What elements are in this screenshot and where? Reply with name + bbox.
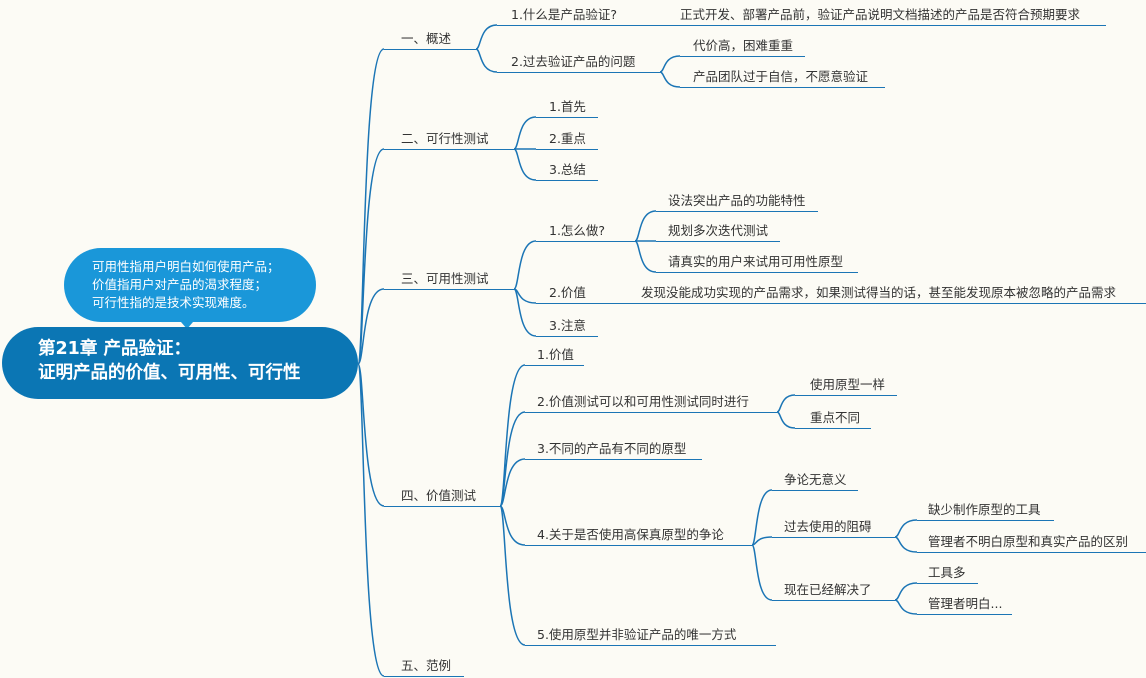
subtopic-node[interactable]: 1.价值 xyxy=(525,346,584,366)
node-label: 争论无意义 xyxy=(784,472,847,487)
topic-usability-test-node[interactable]: 三、可用性测试 xyxy=(384,270,514,290)
node-label: 二、可行性测试 xyxy=(401,131,489,146)
subtopic-node[interactable]: 1.怎么做? xyxy=(536,222,635,242)
subtopic-node[interactable]: 2.重点 xyxy=(536,130,598,150)
subtopic-node[interactable]: 1.首先 xyxy=(536,98,598,118)
detail-node[interactable]: 工具多 xyxy=(917,564,978,584)
node-label: 正式开发、部署产品前，验证产品说明文档描述的产品是否符合预期要求 xyxy=(680,7,1081,22)
connector-line xyxy=(499,458,526,507)
root-topic[interactable]: 第21章 产品验证： 证明产品的价值、可用性、可行性 xyxy=(2,327,358,399)
node-label: 3.注意 xyxy=(549,318,586,333)
topic-value-test-node[interactable]: 四、价值测试 xyxy=(384,487,500,507)
node-label: 1.首先 xyxy=(549,99,586,114)
node-label: 请真实的用户来试用可用性原型 xyxy=(668,254,844,269)
subtopic-node[interactable]: 3.不同的产品有不同的原型 xyxy=(525,440,702,460)
detail-node[interactable]: 产品团队过于自信，不愿意验证 xyxy=(680,68,885,88)
subtopic-node[interactable]: 3.注意 xyxy=(536,317,598,337)
node-label: 一、概述 xyxy=(401,31,452,46)
connector-line xyxy=(894,599,918,615)
node-label: 设法突出产品的功能特性 xyxy=(668,193,806,208)
topic-feasibility-test-node[interactable]: 二、可行性测试 xyxy=(384,130,514,150)
node-label: 工具多 xyxy=(928,565,966,580)
topic-overview-node[interactable]: 一、概述 xyxy=(384,30,476,50)
callout-line: 可用性指用户明白如何使用产品； xyxy=(92,259,280,274)
node-label: 代价高，困难重重 xyxy=(693,38,794,53)
node-label: 发现没能成功实现的产品需求，如果测试得当的话，甚至能发现原本被忽略的产品需求 xyxy=(641,285,1117,300)
node-label: 规划多次迭代测试 xyxy=(668,223,769,238)
callout-note[interactable]: 可用性指用户明白如何使用产品； 价值指用户对产品的渴求程度； 可行性指的是技术实… xyxy=(64,248,316,329)
connector-line xyxy=(475,24,498,50)
node-label: 产品团队过于自信，不愿意验证 xyxy=(693,69,869,84)
node-label: 2.价值测试可以和可用性测试同时进行 xyxy=(537,394,749,409)
connector-line xyxy=(513,288,537,337)
root-title-line2: 证明产品的价值、可用性、可行性 xyxy=(38,363,301,383)
connector-line xyxy=(499,505,526,646)
node-label: 使用原型一样 xyxy=(810,377,886,392)
node-label: 重点不同 xyxy=(810,410,861,425)
callout-line: 价值指用户对产品的渴求程度； xyxy=(92,277,268,292)
node-label: 四、价值测试 xyxy=(401,488,477,503)
connector-line xyxy=(894,582,918,601)
connector-line xyxy=(357,148,385,365)
connector-line xyxy=(357,363,385,677)
detail-node[interactable]: 争论无意义 xyxy=(772,471,858,491)
detail-node[interactable]: 正式开发、部署产品前，验证产品说明文档描述的产品是否符合预期要求 xyxy=(660,6,1106,26)
detail-node[interactable]: 设法突出产品的功能特性 xyxy=(656,192,818,212)
node-label: 三、可用性测试 xyxy=(401,271,489,286)
node-label: 2.价值 xyxy=(549,285,586,300)
connector-line xyxy=(513,240,537,290)
subtopic-node[interactable]: 5.使用原型并非验证产品的唯一方式 xyxy=(525,626,776,646)
detail-node[interactable]: 现在已经解决了 xyxy=(772,581,895,601)
connector-line xyxy=(513,148,537,181)
subtopic-node[interactable]: 2.价值测试可以和可用性测试同时进行 xyxy=(525,393,777,413)
subtopic-node[interactable]: 3.总结 xyxy=(536,161,598,181)
detail-node[interactable]: 发现没能成功实现的产品需求，如果测试得当的话，甚至能发现原本被忽略的产品需求 xyxy=(630,284,1146,304)
connector-line xyxy=(357,288,385,365)
detail-node[interactable]: 管理者明白... xyxy=(917,595,1012,615)
node-label: 管理者不明白原型和真实产品的区别 xyxy=(928,534,1129,549)
node-label: 3.不同的产品有不同的原型 xyxy=(537,441,687,456)
connector-line xyxy=(776,394,796,413)
node-label: 缺少制作原型的工具 xyxy=(928,502,1041,517)
connector-line xyxy=(513,116,537,150)
connector-line xyxy=(894,519,918,538)
node-label: 现在已经解决了 xyxy=(784,582,872,597)
node-label: 1.什么是产品验证? xyxy=(511,7,618,22)
node-label: 2.重点 xyxy=(549,131,586,146)
node-label: 五、范例 xyxy=(401,658,452,673)
connector-line xyxy=(894,536,918,553)
node-label: 管理者明白... xyxy=(928,596,1003,611)
detail-node[interactable]: 管理者不明白原型和真实产品的区别 xyxy=(917,533,1146,553)
subtopic-node[interactable]: 2.过去验证产品的问题 xyxy=(497,53,660,73)
detail-node[interactable]: 重点不同 xyxy=(795,409,871,429)
node-label: 2.过去验证产品的问题 xyxy=(511,54,636,69)
subtopic-node[interactable]: 4.关于是否使用高保真原型的争论 xyxy=(525,526,752,546)
connector-line xyxy=(659,71,681,88)
subtopic-node[interactable]: 1.什么是产品验证? xyxy=(497,6,660,26)
node-label: 4.关于是否使用高保真原型的争论 xyxy=(537,527,724,542)
detail-node[interactable]: 代价高，困难重重 xyxy=(680,37,805,57)
connector-line xyxy=(634,240,657,273)
connector-line xyxy=(751,489,773,546)
node-label: 3.总结 xyxy=(549,162,586,177)
node-label: 5.使用原型并非验证产品的唯一方式 xyxy=(537,627,737,642)
topic-examples-node[interactable]: 五、范例 xyxy=(384,657,464,677)
node-label: 过去使用的阻碍 xyxy=(784,519,872,534)
root-title-line1: 第21章 产品验证： xyxy=(38,339,191,359)
detail-node[interactable]: 缺少制作原型的工具 xyxy=(917,501,1054,521)
detail-node[interactable]: 规划多次迭代测试 xyxy=(656,222,780,242)
subtopic-node[interactable]: 2.价值 xyxy=(536,284,630,304)
connector-line xyxy=(475,48,498,73)
connector-line xyxy=(776,411,796,429)
detail-node[interactable]: 使用原型一样 xyxy=(795,376,897,396)
node-label: 1.价值 xyxy=(537,347,574,362)
detail-node[interactable]: 请真实的用户来试用可用性原型 xyxy=(656,253,858,273)
callout-line: 可行性指的是技术实现难度。 xyxy=(92,295,255,310)
connector-line xyxy=(751,544,773,601)
connector-line xyxy=(634,210,657,242)
connector-line xyxy=(659,55,681,73)
node-label: 1.怎么做? xyxy=(549,223,606,238)
detail-node[interactable]: 过去使用的阻碍 xyxy=(772,518,895,538)
